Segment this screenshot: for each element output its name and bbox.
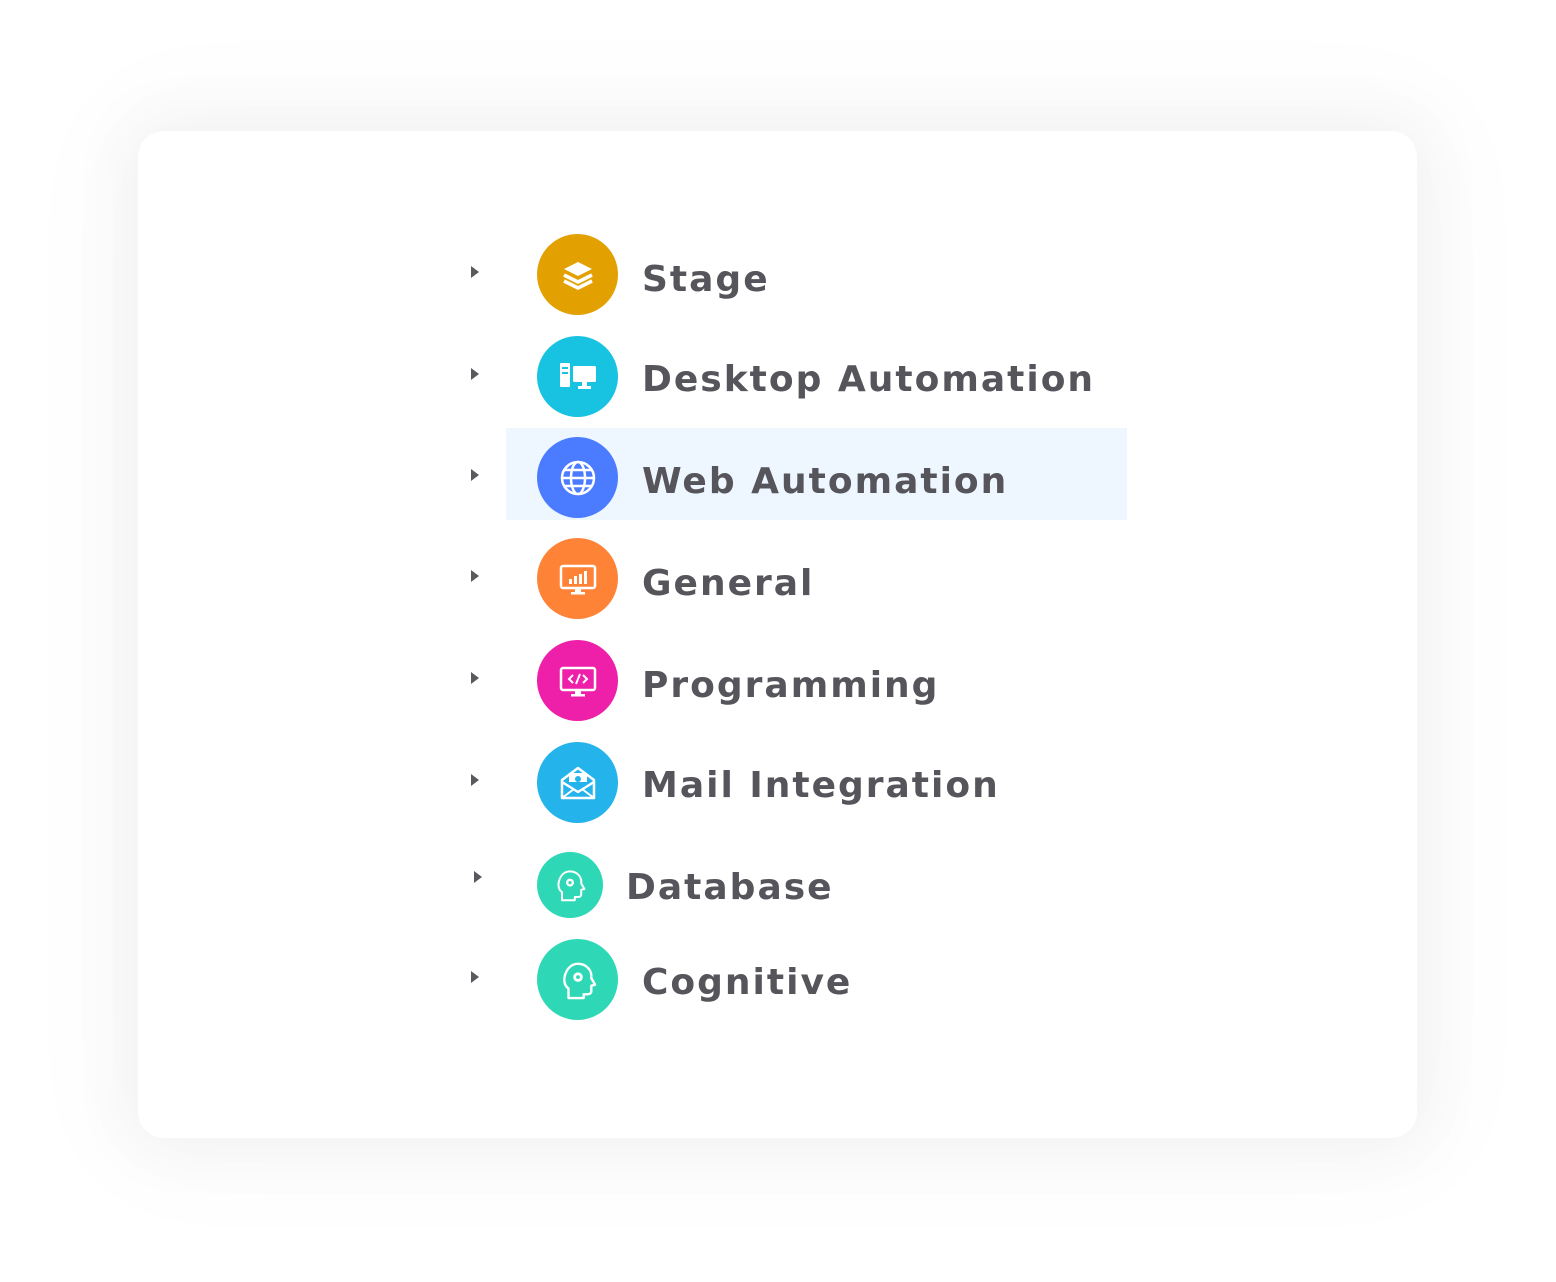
head-gear-icon — [537, 852, 603, 918]
expand-caret-icon[interactable] — [471, 368, 479, 380]
tree-item-label: Stage — [642, 259, 770, 300]
head-gear-icon — [537, 939, 618, 1020]
tree-item-label: Web Automation — [642, 461, 1009, 502]
globe-icon — [537, 437, 618, 518]
open-envelope-icon — [537, 742, 618, 823]
expand-caret-icon[interactable] — [471, 469, 479, 481]
expand-caret-icon[interactable] — [471, 570, 479, 582]
expand-caret-icon[interactable] — [474, 871, 482, 883]
tree-panel: Stage Desktop Automation — [138, 131, 1417, 1138]
expand-caret-icon[interactable] — [471, 672, 479, 684]
monitor-chart-icon — [537, 538, 618, 619]
expand-caret-icon[interactable] — [471, 971, 479, 983]
tree-item-label: Cognitive — [642, 962, 853, 1003]
tree-item-label: General — [642, 563, 815, 604]
desktop-computer-icon — [537, 336, 618, 417]
expand-caret-icon[interactable] — [471, 774, 479, 786]
expand-caret-icon[interactable] — [471, 266, 479, 278]
tree-item-label: Mail Integration — [642, 765, 1000, 806]
tree-item-label: Programming — [642, 665, 940, 706]
layers-icon — [537, 234, 618, 315]
tree-item-label: Desktop Automation — [642, 359, 1096, 400]
monitor-code-icon — [537, 640, 618, 721]
tree-item-label: Database — [626, 867, 834, 908]
